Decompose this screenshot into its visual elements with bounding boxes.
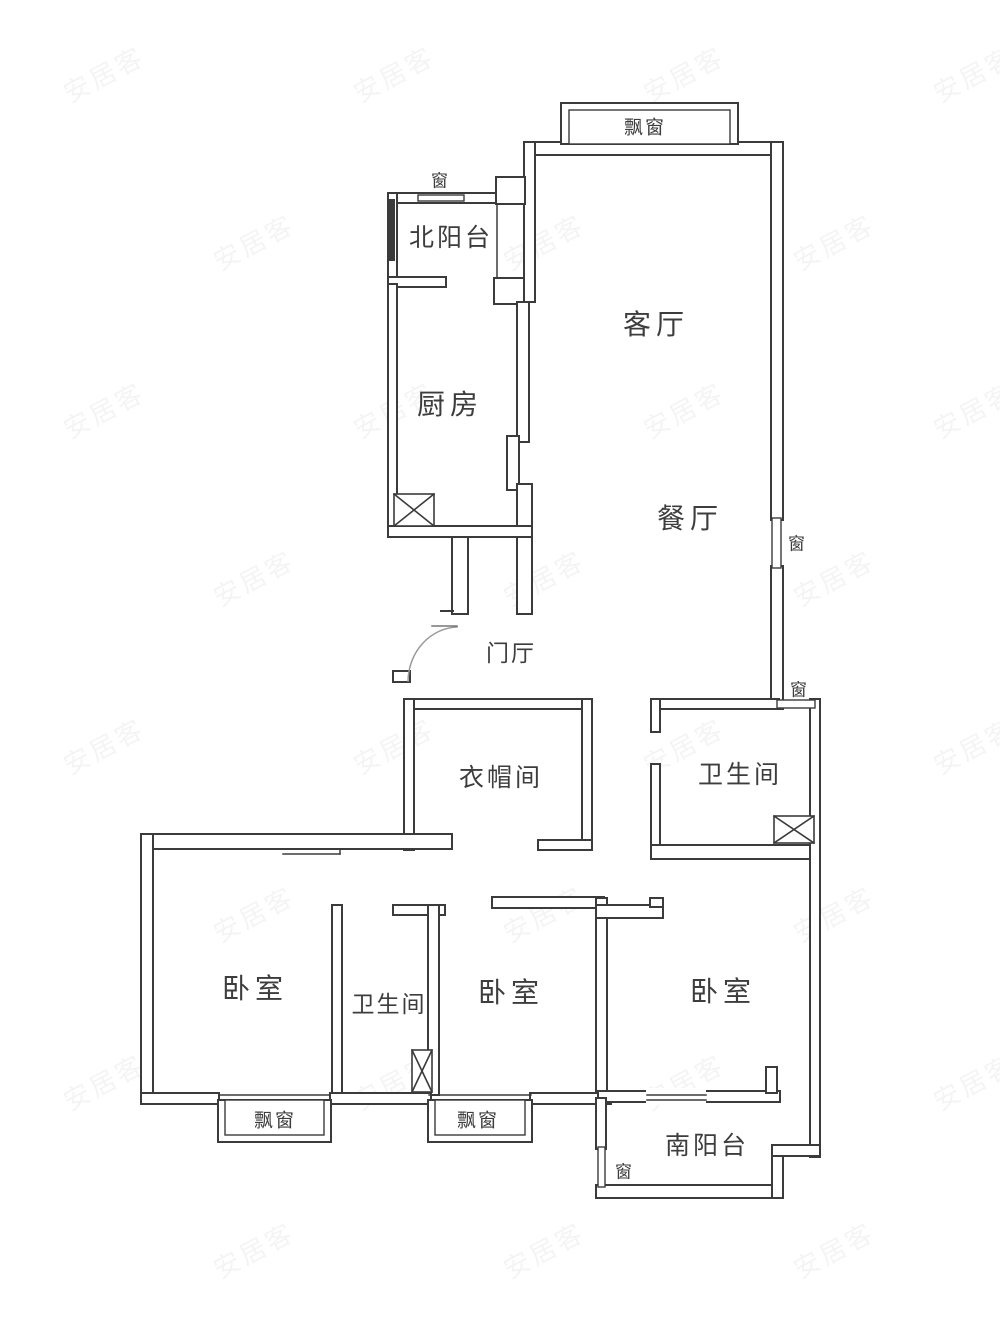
walls bbox=[140, 141, 821, 1199]
windows-glass bbox=[417, 194, 816, 1188]
door-openings bbox=[646, 1088, 707, 1105]
shaft-boxes bbox=[392, 492, 816, 1094]
bay-windows bbox=[217, 102, 739, 1143]
entry-door-arc bbox=[407, 625, 458, 682]
